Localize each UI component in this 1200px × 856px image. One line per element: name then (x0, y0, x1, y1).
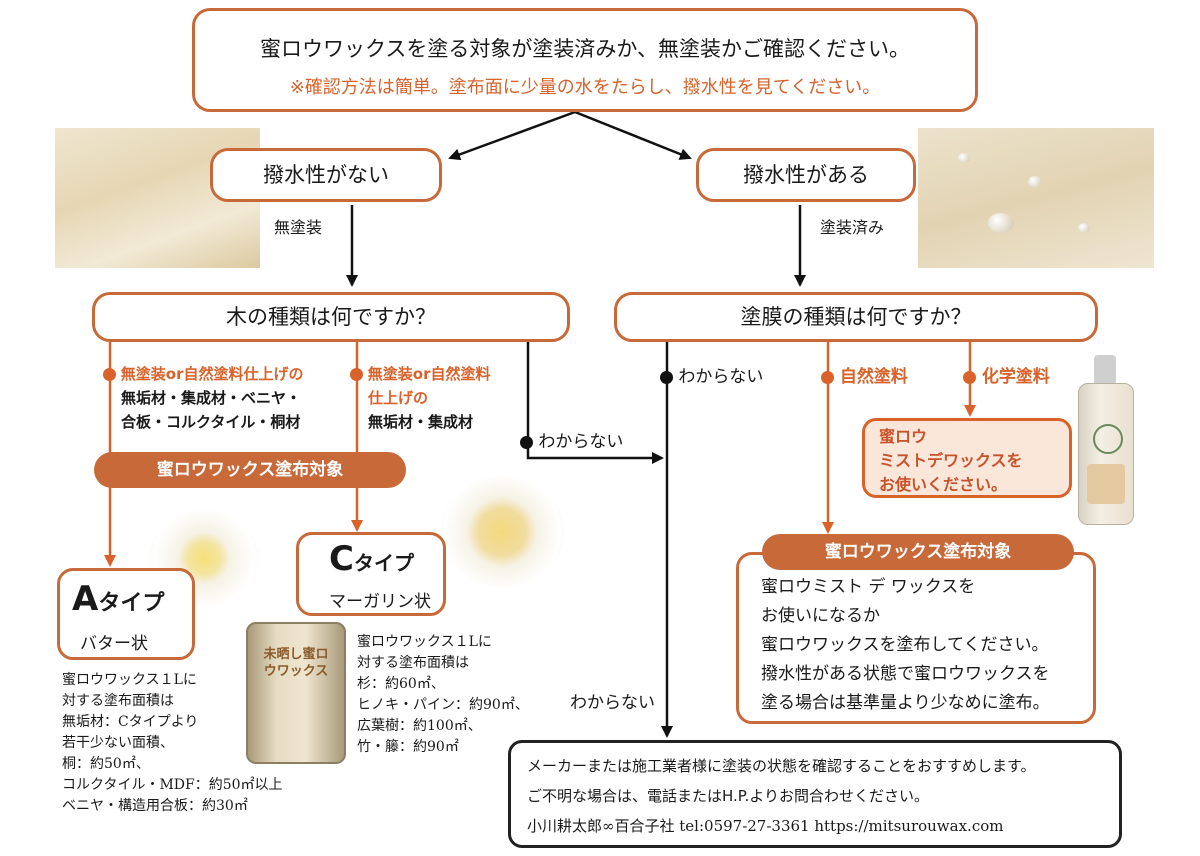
right-target-line: 蜜ロウミスト デ ワックスを (761, 577, 976, 597)
option-c-condition: 無塗装or自然塗料 仕上げの 無垢材・集成材 (350, 362, 491, 434)
margarine-wax-dish (440, 476, 564, 588)
orange-dot-icon (103, 368, 116, 381)
type-c-letter: C (329, 539, 354, 579)
mist-box-line: ミストデワックスを (879, 451, 1023, 470)
left-unknown-label: わからない (538, 432, 624, 452)
painted-label: 塗装済み (820, 218, 885, 237)
right-target-line: 撥水性がある状態で蜜ロウワックスを (761, 664, 1050, 684)
right-unknown: わからない (660, 362, 763, 387)
note-c-line: 竹・籐：約90㎡ (357, 739, 459, 755)
option-c-head-2: 仕上げの (368, 389, 429, 407)
type-c-coverage-note: 蜜ロウワックス１Lに 対する塗布面積は 杉：約60㎡、 ヒノキ・パイン：約90㎡… (357, 632, 557, 758)
type-a-desc: バター状 (80, 634, 148, 654)
wax-can-label: 未晒し蜜ロウワックス (263, 647, 329, 679)
note-c-line: ヒノキ・パイン：約90㎡、 (357, 697, 529, 713)
type-a-suffix: タイプ (98, 591, 165, 616)
right-target-line: 蜜ロウワックスを塗布してください。 (761, 635, 1049, 655)
painted-wood-photo (918, 128, 1154, 268)
option-c-body: 無垢材・集成材 (368, 413, 474, 431)
chemical-paint-option: 化学塗料 (963, 362, 1050, 387)
bottom-unknown-label: わからない (570, 693, 655, 713)
option-a-head: 無塗装or自然塗料仕上げの (120, 365, 304, 383)
note-c-line: 杉：約60㎡、 (357, 676, 445, 692)
top-question-box: 蜜ロウワックスを塗る対象が塗装済みか、無塗装かご確認ください。 ※確認方法は簡単… (192, 8, 978, 112)
type-a-box: Aタイプ バター状 (57, 568, 195, 660)
type-a-coverage-note: 蜜ロウワックス１Lに 対する塗布面積は 無垢材：Cタイプより 若干少ない面積、 … (62, 670, 302, 817)
note-c-line: 対する塗布面積は (357, 655, 469, 671)
top-question: 蜜ロウワックスを塗る対象が塗装済みか、無塗装かご確認ください。 (260, 37, 910, 61)
no-repel-box: 撥水性がない (210, 148, 442, 202)
natural-paint-option: 自然塗料 (821, 362, 908, 387)
coating-type-question: 塗膜の種類は何ですか？ (740, 305, 972, 329)
note-c-line: 蜜ロウワックス１Lに (357, 634, 492, 650)
mist-box-line: お使いください。 (879, 475, 1008, 494)
type-c-box: Cタイプ マーガリン状 (296, 532, 446, 616)
black-dot-icon (660, 370, 673, 384)
type-c-desc: マーガリン状 (329, 592, 431, 612)
wood-type-question: 木の種類は何ですか？ (226, 305, 436, 329)
mist-spray-bottle (1072, 355, 1140, 525)
natural-paint-label: 自然塗料 (839, 367, 908, 387)
type-c-suffix: タイプ (353, 551, 414, 575)
option-c-head-1: 無塗装or自然塗料 (367, 365, 491, 383)
option-a-body-1: 無垢材・集成材・ベニヤ・ (121, 389, 302, 407)
top-note: ※確認方法は簡単。塗布面に少量の水をたらし、撥水性を見てください。 (289, 77, 881, 98)
wood-type-question-box: 木の種類は何ですか？ (92, 292, 570, 342)
option-a-body-2: 合板・コルクタイル・桐材 (121, 413, 301, 431)
option-a-condition: 無塗装or自然塗料仕上げの 無垢材・集成材・ベニヤ・ 合板・コルクタイル・桐材 (103, 362, 304, 434)
left-target-badge: 蜜ロウワックス塗布対象 (94, 452, 406, 488)
unpainted-label: 無塗装 (274, 218, 323, 237)
repel-box: 撥水性がある (696, 148, 916, 202)
left-unknown: わからない (520, 427, 623, 452)
contact-line-3: 小川耕太郎∞百合子社 tel:0597-27-3361 https://mits… (527, 817, 1004, 835)
coating-type-question-box: 塗膜の種類は何ですか？ (614, 292, 1098, 342)
mist-wax-box: 蜜ロウ ミストデワックスを お使いください。 (862, 418, 1072, 498)
contact-line-1: メーカーまたは施工業者様に塗装の状態を確認することをおすすめします。 (527, 757, 1036, 775)
orange-dot-icon (963, 370, 976, 384)
note-a-line: 蜜ロウワックス１Lに (62, 672, 197, 688)
right-unknown-label: わからない (678, 367, 764, 387)
contact-line-2: ご不明な場合は、電話またはH.P.よりお問合わせください。 (527, 787, 929, 805)
no-repel-label: 撥水性がない (263, 163, 389, 187)
note-c-line: 広葉樹：約100㎡、 (357, 718, 482, 734)
right-target-line: お使いになるか (761, 606, 880, 626)
chemical-paint-label: 化学塗料 (981, 367, 1050, 387)
orange-dot-icon (821, 370, 834, 384)
note-a-line: ベニヤ・構造用合板：約30㎡ (62, 798, 248, 814)
note-a-line: 対する塗布面積は (62, 693, 174, 709)
orange-dot-icon (350, 368, 363, 381)
note-a-line: 無垢材：Cタイプより (62, 714, 199, 730)
note-a-line: 若干少ない面積、 (62, 735, 174, 751)
right-target-badge: 蜜ロウワックス塗布対象 (762, 534, 1074, 570)
note-a-line: コルクタイル・MDF：約50㎡以上 (62, 777, 283, 793)
mist-box-line: 蜜ロウ (879, 427, 928, 446)
right-target-line: 塗る場合は基準量より少なめに塗布。 (761, 693, 1050, 713)
contact-box: メーカーまたは施工業者様に塗装の状態を確認することをおすすめします。 ご不明な場… (508, 740, 1122, 848)
black-dot-icon (520, 435, 533, 449)
note-a-line: 桐：約50㎡、 (62, 756, 150, 772)
repel-label: 撥水性がある (743, 163, 869, 187)
type-a-letter: A (72, 579, 99, 619)
right-target-box: 蜜ロウミスト デ ワックスを お使いになるか 蜜ロウワックスを塗布してください。… (736, 552, 1096, 724)
wax-can-product: 未晒し蜜ロウワックス (246, 622, 346, 764)
